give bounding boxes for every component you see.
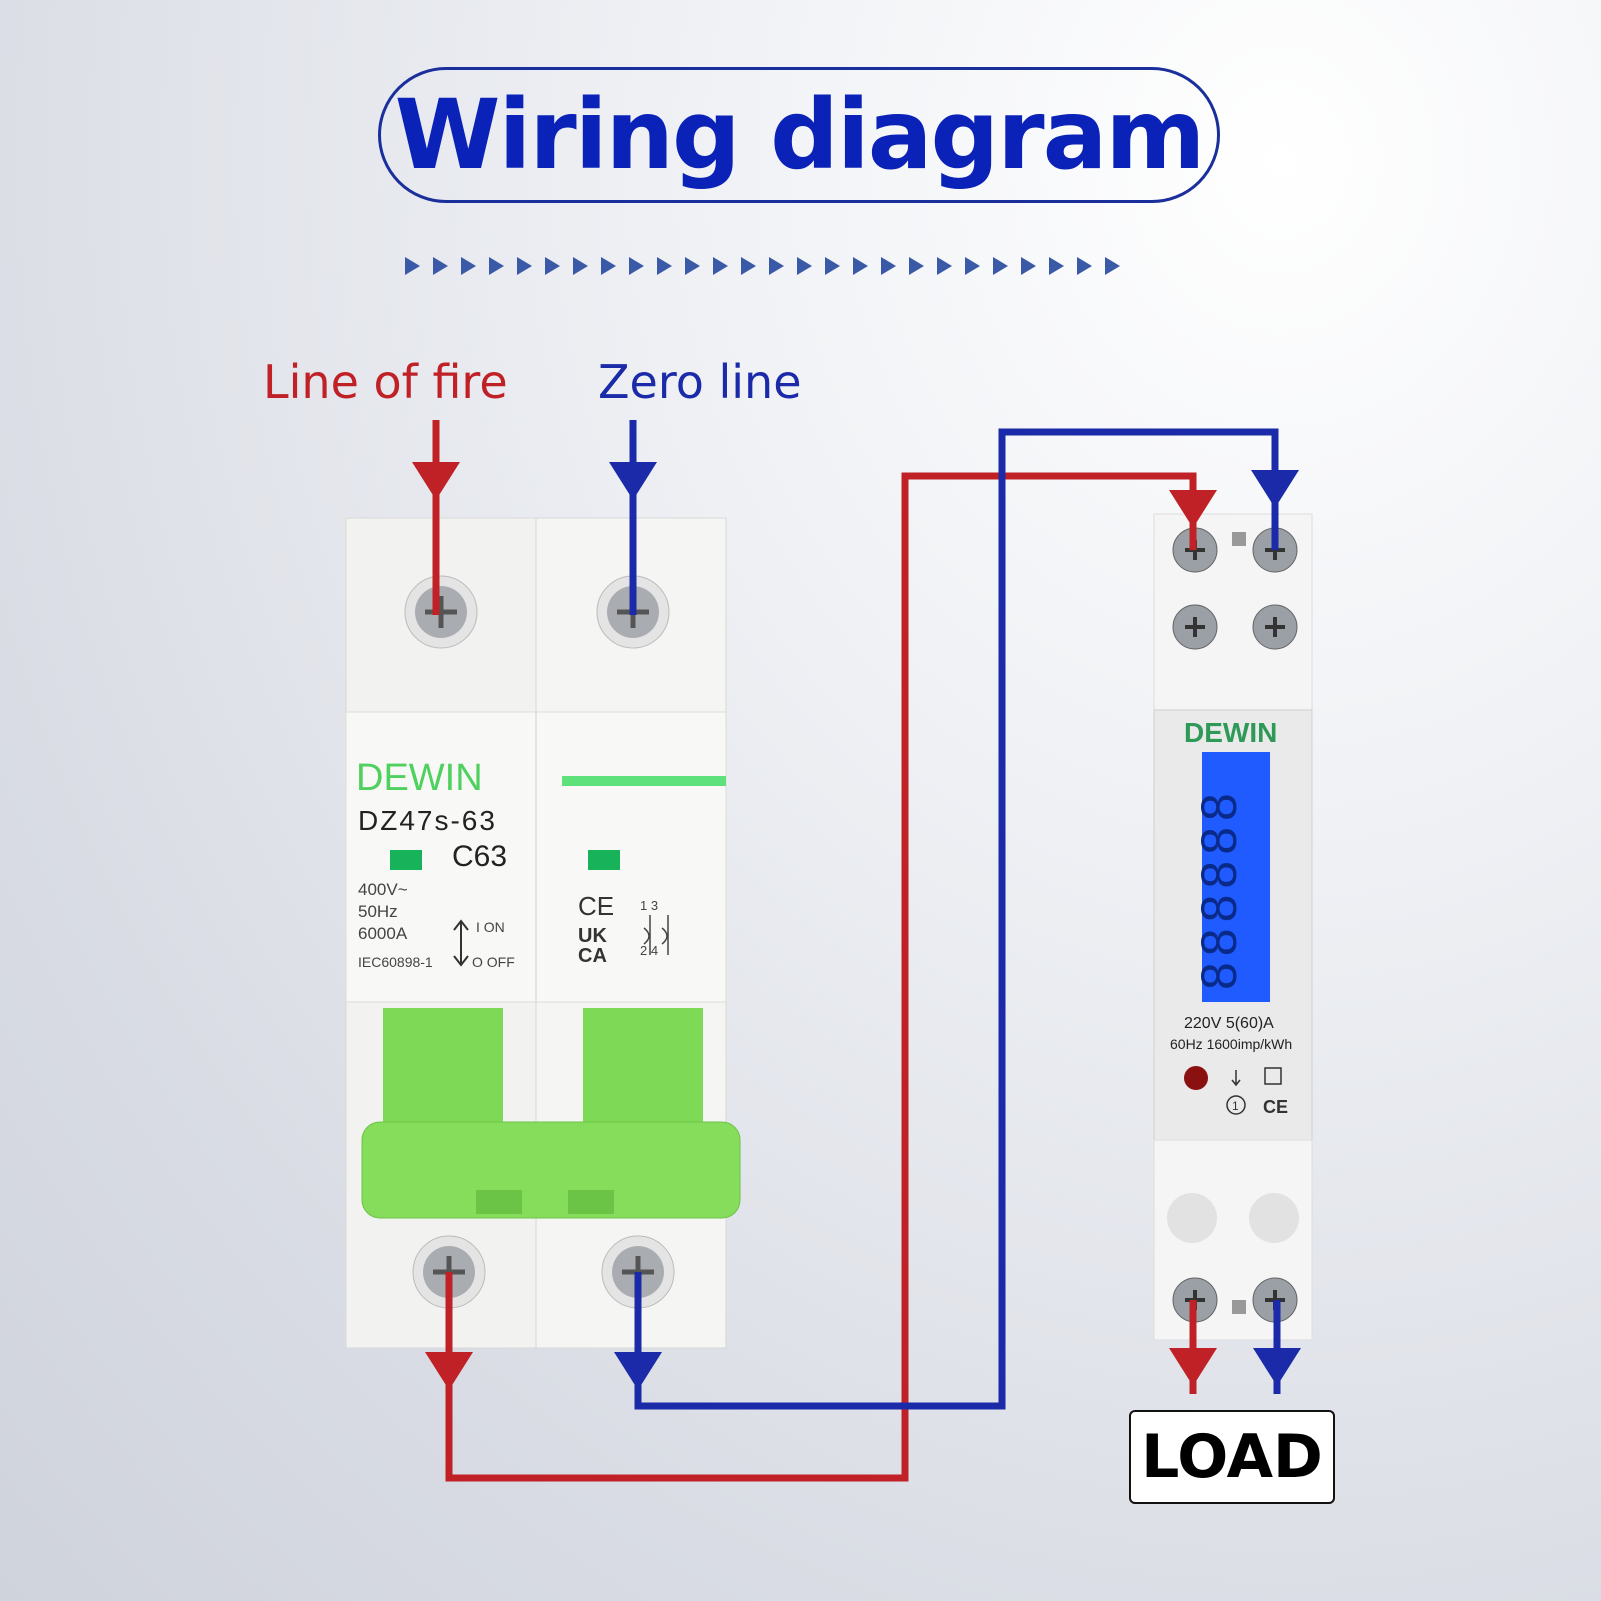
meter-spec-2: 60Hz 1600imp/kWh bbox=[1170, 1036, 1292, 1052]
class-number: 1 bbox=[1232, 1099, 1239, 1113]
breaker-brand: DEWIN bbox=[356, 757, 483, 799]
arrow-down-icon bbox=[614, 1352, 662, 1390]
ce-mark-icon: CE bbox=[578, 891, 614, 921]
screw-icon bbox=[1252, 604, 1298, 650]
breaker-model: DZ47s-63 bbox=[358, 805, 497, 836]
arrow-down-icon bbox=[1169, 490, 1217, 528]
off-label: O OFF bbox=[472, 954, 515, 970]
screw-icon bbox=[1172, 604, 1218, 650]
ukca-mark-top: UK bbox=[578, 925, 607, 947]
toggle-lever bbox=[383, 1008, 503, 1128]
hole bbox=[1167, 1193, 1217, 1243]
terminal-numbers-top: 1 3 bbox=[640, 898, 658, 913]
terminal-numbers-bottom: 2 4 bbox=[640, 943, 658, 958]
on-off-arrow-icon bbox=[453, 919, 469, 967]
status-window bbox=[588, 850, 620, 870]
circuit-symbol-icon bbox=[643, 915, 669, 955]
decorative-arrow-row bbox=[405, 254, 1205, 278]
arrow-down-icon bbox=[1251, 470, 1299, 508]
arrow-down-icon bbox=[425, 1352, 473, 1390]
arrow-down-icon bbox=[609, 462, 657, 500]
double-insulation-icon bbox=[1264, 1067, 1282, 1085]
load-box: LOAD bbox=[1129, 1410, 1335, 1504]
arrow-down-icon bbox=[1231, 1070, 1241, 1087]
screw-icon bbox=[404, 575, 478, 649]
zero-line-label: Zero line bbox=[598, 355, 802, 409]
arrow-down-icon bbox=[1169, 1348, 1217, 1386]
title-frame bbox=[378, 67, 1220, 203]
breaker-standard: IEC60898-1 bbox=[358, 954, 433, 970]
arrow-down-icon bbox=[1253, 1348, 1301, 1386]
status-window bbox=[390, 850, 422, 870]
indicator-strip bbox=[562, 776, 726, 786]
line-of-fire-label: Line of fire bbox=[263, 355, 508, 409]
breaker-frequency: 50Hz bbox=[358, 902, 398, 921]
toggle-bar bbox=[361, 1121, 741, 1219]
lcd-display bbox=[1202, 752, 1270, 1002]
meter-spec-1: 220V 5(60)A bbox=[1184, 1015, 1274, 1032]
hole bbox=[1249, 1193, 1299, 1243]
breaker-voltage: 400V~ bbox=[358, 880, 408, 899]
breaker-curve: C63 bbox=[452, 840, 507, 873]
meter-ce-mark-icon: CE bbox=[1263, 1097, 1288, 1117]
on-label: I ON bbox=[476, 919, 505, 935]
ukca-mark-bottom: CA bbox=[578, 945, 607, 967]
circuit-breaker: DEWIN DZ47s-63 C63 400V~ 50Hz 6000A IEC6… bbox=[345, 517, 741, 1349]
breaker-capacity: 6000A bbox=[358, 924, 408, 943]
page-title: Wiring diagram bbox=[394, 79, 1206, 191]
fire-wire-to-meter bbox=[445, 472, 1197, 1482]
meter-brand: DEWIN bbox=[1184, 717, 1277, 748]
lcd-digits: 888888 bbox=[1191, 787, 1247, 990]
class-circle-icon bbox=[1226, 1095, 1246, 1115]
arrow-down-icon bbox=[412, 462, 460, 500]
energy-meter: DEWIN 888888 220V 5(60)A 60Hz 1600imp/kW… bbox=[1153, 513, 1313, 1341]
toggle-lever bbox=[583, 1008, 703, 1128]
pulse-led-icon bbox=[1184, 1066, 1208, 1090]
arrowheads bbox=[412, 462, 1301, 1390]
